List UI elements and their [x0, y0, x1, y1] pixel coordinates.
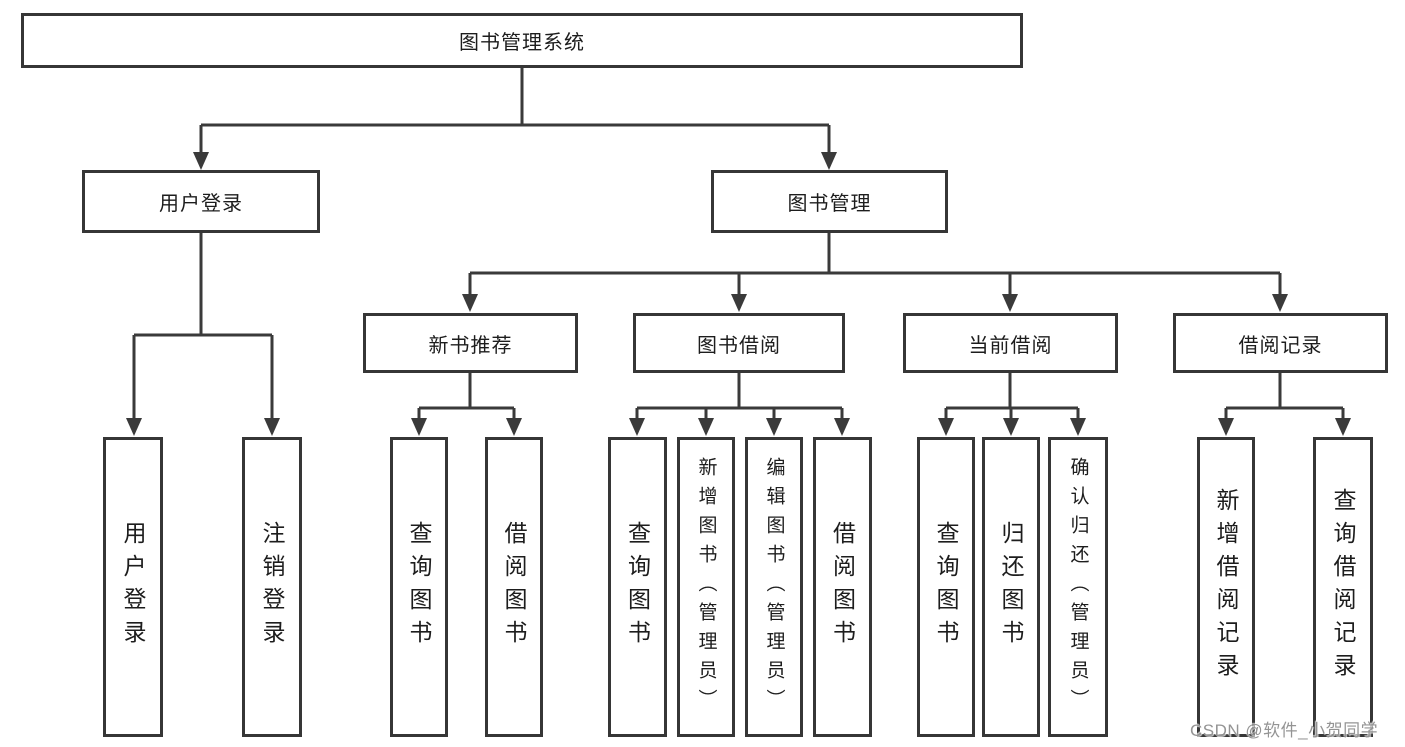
node-borrow-records-label: 借阅记录 [1238, 334, 1323, 357]
node-user-login-label: 用户登录 [159, 193, 243, 215]
node-current-borrow-label: 当前借阅 [968, 334, 1053, 357]
leaf-bb-add-book-admin: 新增图书（管理员） [677, 437, 735, 737]
node-user-login: 用户登录 [82, 170, 320, 233]
node-library-management-system: 图书管理系统 [21, 13, 1023, 68]
leaf-cb-confirm-return-admin: 确认归还（管理员） [1048, 437, 1108, 737]
leaf-bb-edit-book-admin: 编辑图书（管理员） [745, 437, 803, 737]
leaf-logout: 注销登录 [242, 437, 302, 737]
node-new-book-recommend-label: 新书推荐 [428, 334, 513, 357]
node-root-label: 图书管理系统 [459, 32, 585, 54]
leaf-br-query-record: 查询借阅记录 [1313, 437, 1373, 737]
node-borrow-records: 借阅记录 [1173, 313, 1388, 373]
leaf-nbr-borrow-books: 借阅图书 [485, 437, 543, 737]
leaf-bb-query-books: 查询图书 [608, 437, 667, 737]
node-book-borrow-label: 图书借阅 [697, 334, 781, 357]
node-book-management: 图书管理 [711, 170, 948, 233]
leaf-cb-return-books: 归还图书 [982, 437, 1040, 737]
node-new-book-recommend: 新书推荐 [363, 313, 578, 373]
leaf-nbr-query-books: 查询图书 [390, 437, 448, 737]
node-book-borrow: 图书借阅 [633, 313, 845, 373]
leaf-br-add-record: 新增借阅记录 [1197, 437, 1255, 737]
leaf-bb-borrow-books: 借阅图书 [813, 437, 872, 737]
node-current-borrow: 当前借阅 [903, 313, 1118, 373]
leaf-user-login: 用户登录 [103, 437, 163, 737]
node-book-management-label: 图书管理 [787, 193, 872, 215]
csdn-watermark: CSDN @软件_小贺同学 [1190, 721, 1379, 740]
leaf-cb-query-books: 查询图书 [917, 437, 975, 737]
